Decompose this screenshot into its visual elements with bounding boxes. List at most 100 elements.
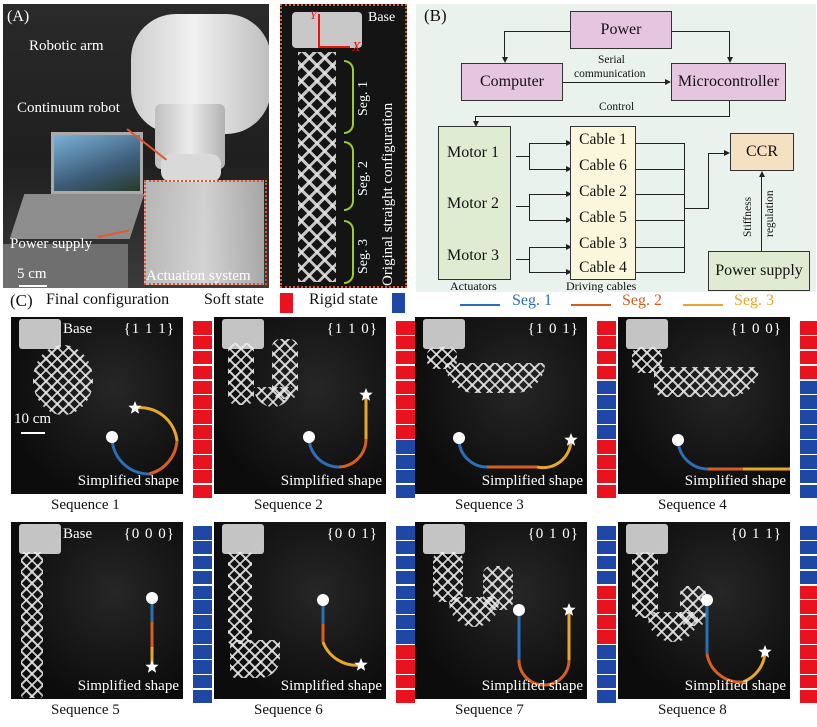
simplified-shape-label: Simplified shape bbox=[280, 678, 382, 694]
robot-body bbox=[433, 552, 463, 602]
cable-1-label: Cable 1 bbox=[579, 131, 627, 148]
power-to-computer-drop bbox=[504, 31, 506, 58]
rigid-state-cell bbox=[193, 645, 212, 659]
simplified-shape-label: Simplified shape bbox=[77, 473, 179, 489]
soft-state-cell bbox=[193, 425, 212, 439]
soft-state-label: Soft state bbox=[204, 291, 264, 308]
rigid-state-cell bbox=[193, 660, 212, 674]
control-line bbox=[475, 116, 730, 118]
soft-state-cell bbox=[193, 321, 212, 335]
tip-star-icon bbox=[562, 603, 576, 616]
soft-state-cell bbox=[597, 321, 616, 335]
rigid-state-cell bbox=[800, 380, 817, 395]
rigid-state-cell bbox=[396, 540, 415, 555]
rigid-state-cell bbox=[597, 645, 616, 659]
soft-state-cell bbox=[396, 645, 415, 659]
robot-body bbox=[445, 363, 545, 393]
soft-state-cell bbox=[597, 585, 616, 600]
motor-2-connector bbox=[516, 206, 529, 208]
sequence-7-state-column bbox=[597, 526, 616, 705]
robotic-arm-flange bbox=[161, 154, 221, 182]
soft-state-cell bbox=[800, 630, 817, 644]
motor-3-to-cable-4 bbox=[529, 272, 566, 274]
simplified-shape-label: Simplified shape bbox=[684, 473, 786, 489]
rigid-state-cell bbox=[396, 469, 415, 484]
arrowhead-icon bbox=[665, 79, 671, 85]
serial-label-line1: Serial bbox=[598, 54, 625, 66]
arrowhead-icon bbox=[566, 191, 572, 197]
computer-block-label: Computer bbox=[480, 73, 544, 90]
driving-cables-caption: Driving cables bbox=[566, 279, 637, 293]
power-to-microcontroller-line bbox=[672, 31, 729, 33]
motor-3-connector bbox=[516, 259, 529, 261]
rigid-state-cell bbox=[193, 615, 212, 629]
sequence-6-caption: Sequence 6 bbox=[254, 702, 323, 718]
rigid-state-cell bbox=[193, 674, 212, 689]
panel-a-letter: (A) bbox=[7, 8, 30, 25]
robot-base-mount bbox=[626, 319, 668, 349]
x-axis-arrow bbox=[318, 46, 350, 48]
rigid-state-cell bbox=[193, 570, 212, 585]
base-point-icon bbox=[303, 431, 315, 443]
soft-state-cell bbox=[800, 674, 817, 689]
rigid-state-cell bbox=[597, 425, 616, 439]
sequence-7-caption: Sequence 7 bbox=[455, 702, 524, 718]
soft-state-cell bbox=[800, 350, 817, 365]
rigid-state-cell bbox=[597, 540, 616, 555]
rigid-state-cell bbox=[800, 469, 817, 484]
scale-bar bbox=[19, 285, 47, 287]
soft-state-cell bbox=[193, 410, 212, 424]
shape-seg-2 bbox=[148, 440, 179, 476]
sequence-code: {0 0 1} bbox=[326, 526, 378, 542]
sequence-code: {0 1 1} bbox=[730, 526, 782, 542]
simplified-shape-label: Simplified shape bbox=[280, 473, 382, 489]
bus-to-ccr-rise bbox=[708, 153, 710, 209]
cable-3-label: Cable 3 bbox=[579, 235, 627, 252]
rigid-state-cell bbox=[193, 689, 212, 704]
rigid-state-cell bbox=[396, 585, 415, 600]
sequence-code: {0 0 0} bbox=[123, 526, 175, 542]
sequence-6-state-column bbox=[396, 526, 415, 705]
ccr-label: CCR bbox=[745, 143, 778, 160]
motor-1-to-cable-6 bbox=[529, 169, 566, 171]
soft-state-cell bbox=[396, 674, 415, 689]
microcontroller-block-label: Microcontroller bbox=[677, 73, 780, 90]
rigid-state-cell bbox=[597, 689, 616, 704]
arrowhead-icon bbox=[727, 57, 733, 63]
robot-body bbox=[230, 640, 280, 678]
sequence-code: {1 0 0} bbox=[730, 321, 782, 337]
arrowhead-icon bbox=[566, 217, 572, 223]
tip-star-icon bbox=[789, 466, 790, 468]
scale-label: 10 cm bbox=[14, 411, 52, 427]
simplified-shape-label: Simplified shape bbox=[77, 678, 179, 694]
arrowhead-icon bbox=[724, 150, 730, 156]
panel-b-block-diagram: (B) Power Computer Microcontroller Seria… bbox=[416, 4, 816, 293]
robot-base-mount bbox=[222, 524, 264, 554]
panel-a-photo: (A) Robotic arm Continuum robot Power su… bbox=[3, 4, 269, 288]
sequence-3-state-column bbox=[597, 321, 616, 500]
sequence-2-photo: {1 1 0} Simplified shape bbox=[214, 317, 386, 494]
soft-state-cell bbox=[193, 350, 212, 365]
laptop-screen bbox=[51, 132, 143, 194]
soft-state-cell bbox=[396, 365, 415, 380]
base-point-icon bbox=[106, 431, 118, 443]
seg-2-legend-label: Seg. 2 bbox=[622, 292, 662, 309]
base-label: Base bbox=[63, 321, 93, 337]
robot-base-mount bbox=[423, 524, 465, 554]
computer-block: Computer bbox=[461, 63, 563, 101]
sequence-7-photo: {0 1 0}Simplified shape bbox=[415, 522, 587, 699]
bus-to-ccr-line bbox=[684, 208, 708, 210]
sequence-2-caption: Sequence 2 bbox=[254, 497, 323, 513]
sequence-code: {1 1 0} bbox=[326, 321, 378, 337]
simplified-shape-label: Simplified shape bbox=[481, 678, 583, 694]
soft-state-cell bbox=[193, 455, 212, 469]
continuum-robot-label: Continuum robot bbox=[17, 100, 120, 116]
final-configuration-label: Final configuration bbox=[46, 291, 170, 308]
power-supply-block-label: Power supply bbox=[715, 262, 803, 279]
soft-state-cell bbox=[396, 335, 415, 350]
seg-3-legend-label: Seg. 3 bbox=[734, 292, 774, 309]
cable-2-output bbox=[636, 194, 684, 196]
soft-state-cell bbox=[193, 365, 212, 380]
base-point-icon bbox=[701, 594, 713, 606]
seg-1-legend-label: Seg. 1 bbox=[512, 292, 552, 309]
